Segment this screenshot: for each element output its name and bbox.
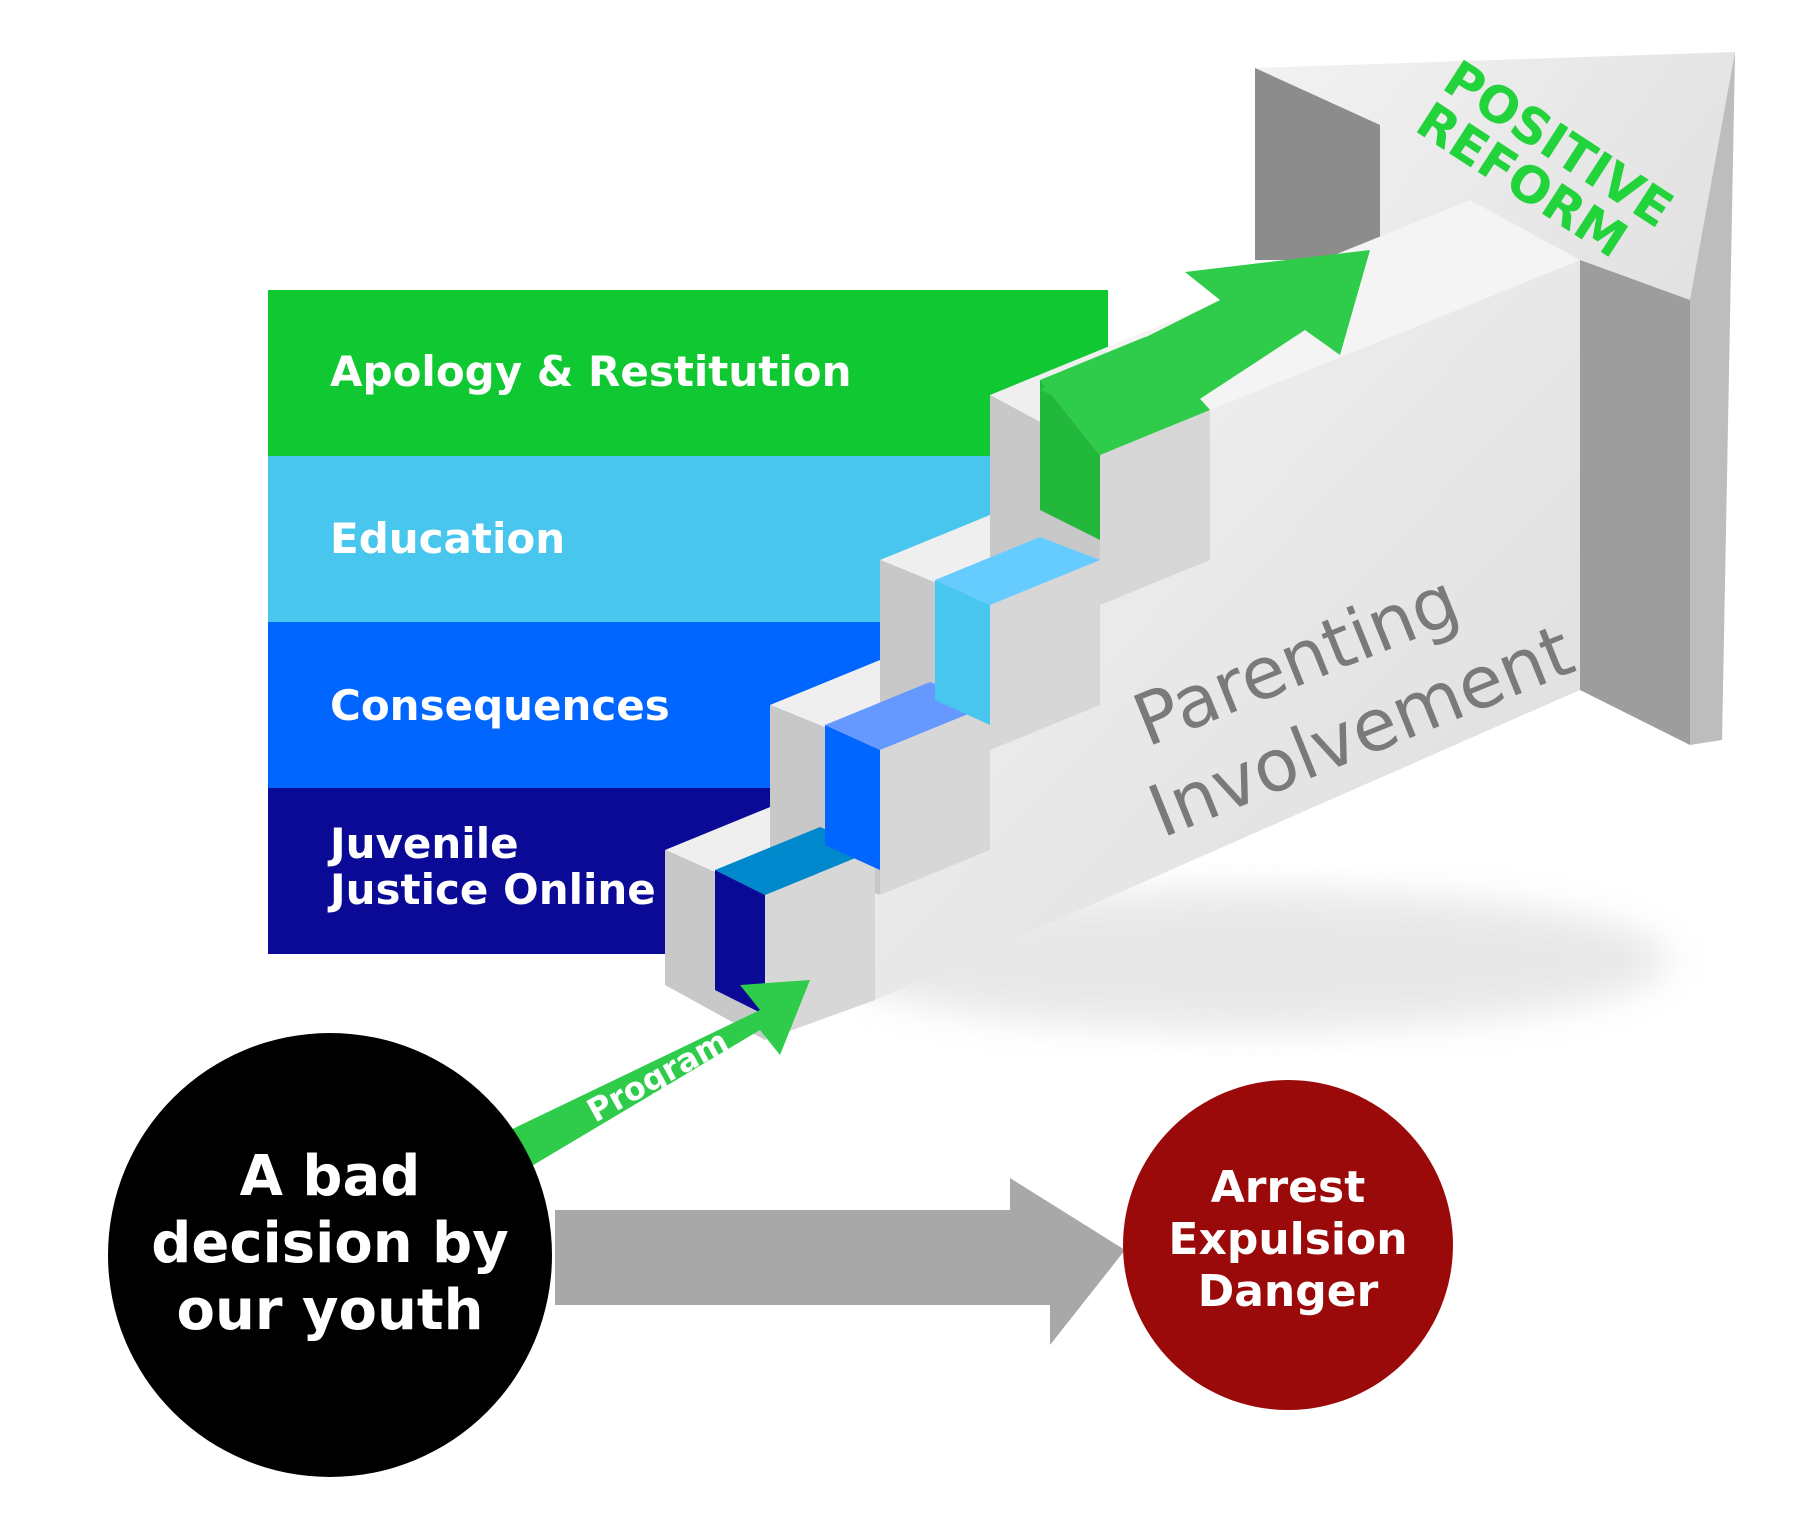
end-text-line3: Danger xyxy=(1198,1266,1379,1317)
end-text-line1: Arrest xyxy=(1211,1162,1366,1213)
start-circle xyxy=(108,1033,552,1477)
band-label-juvenile-line2: Justice Online xyxy=(327,865,656,914)
band-label-juvenile-line1: Juvenile xyxy=(327,819,519,868)
diversion-arrow xyxy=(500,980,810,1170)
gray-arrow xyxy=(555,1178,1125,1345)
stair-green-arrow xyxy=(1040,250,1370,435)
start-text-line3: our youth xyxy=(177,1278,484,1343)
end-text-line2: Expulsion xyxy=(1168,1214,1407,1265)
band-apology xyxy=(268,290,1108,456)
band-label-apology: Apology & Restitution xyxy=(330,347,852,396)
band-label-consequences: Consequences xyxy=(330,681,670,730)
end-circle xyxy=(1123,1080,1453,1410)
start-text-line2: decision by xyxy=(151,1211,508,1276)
band-label-education: Education xyxy=(330,514,565,563)
start-text-line1: A bad xyxy=(240,1144,421,1209)
positive-reform-arrow xyxy=(1255,52,1735,745)
band-group xyxy=(268,290,1108,954)
